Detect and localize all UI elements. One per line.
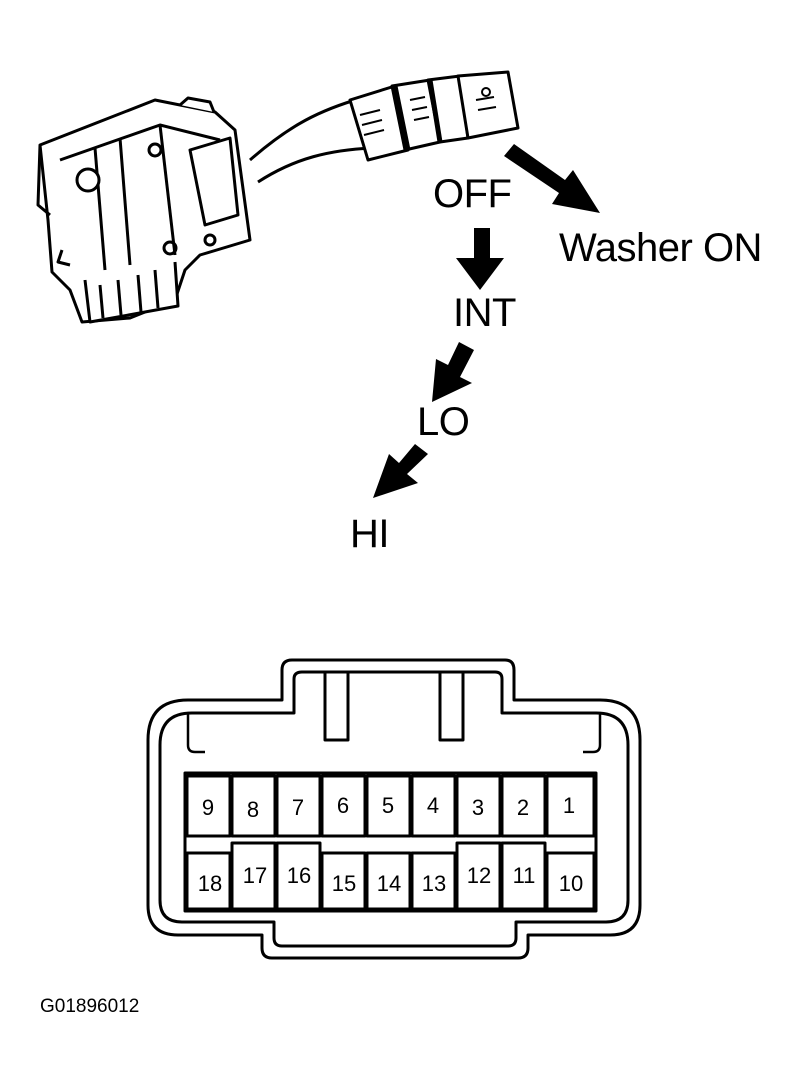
pin-1: 1 [562,793,576,818]
label-washer-on: Washer ON [559,226,762,270]
pin-16: 16 [286,863,312,888]
pin-3: 3 [471,795,485,820]
label-hi: HI [350,512,390,556]
pin-15: 15 [331,871,357,896]
pin-2: 2 [516,795,530,820]
label-lo: LO [417,400,470,444]
arrow-off-to-int [456,228,504,290]
pin-13: 13 [421,871,447,896]
pin-17: 17 [242,863,268,888]
arrow-int-to-lo [432,342,474,402]
pin-9: 9 [201,795,215,820]
pin-14: 14 [376,871,402,896]
pin-10: 10 [558,871,584,896]
pin-18: 18 [197,871,223,896]
position-arrows [373,144,600,498]
pin-11: 11 [512,863,536,888]
pin-8: 8 [246,797,260,822]
arrow-washer-on [504,144,600,213]
label-off: OFF [433,172,512,216]
wiper-switch-assembly [36,70,520,324]
arrow-lo-to-hi [373,444,428,498]
connector-face [146,658,642,960]
figure-id: G01896012 [40,996,140,1017]
label-int: INT [453,291,516,335]
pin-5: 5 [381,793,395,818]
pin-4: 4 [426,793,440,818]
pin-6: 6 [336,793,350,818]
pin-12: 12 [466,863,492,888]
pin-7: 7 [291,795,305,820]
